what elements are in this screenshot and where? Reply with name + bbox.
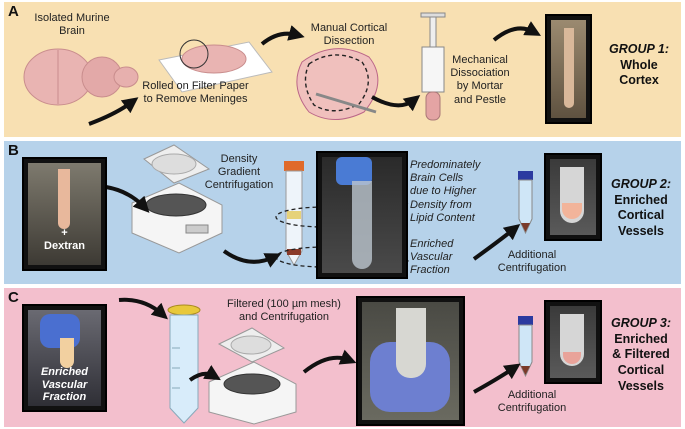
enriched-vascular-label: Enriched Vascular Fraction <box>40 366 89 404</box>
arrow-2 <box>222 249 282 268</box>
vascular-fraction-photo: Enriched Vascular Fraction <box>22 304 107 412</box>
small-tube-illustration <box>518 316 533 378</box>
final-photo <box>544 153 602 241</box>
final-photo <box>544 300 602 384</box>
centrifuge-illustration <box>208 327 297 425</box>
arrow-1 <box>105 185 150 213</box>
density-label: Density Gradient Centrifugation <box>204 153 274 192</box>
panel-c-artwork <box>118 297 533 425</box>
gradient-photo <box>316 151 408 279</box>
panel-a: A Isolated Murine Brain Rolled on Filter… <box>4 2 681 137</box>
arrow-4 <box>492 21 541 42</box>
filtered-label: Filtered (100 µm mesh) and Centrifugatio… <box>227 298 341 324</box>
group-name: Enriched Cortical Vessels <box>614 192 668 238</box>
brain-cells-label: Predominately Brain Cells due to Higher … <box>410 159 481 224</box>
group-3: GROUP 3: Enriched & Filtered Cortical Ve… <box>603 316 679 394</box>
dextran-label: + Dextran <box>44 227 85 252</box>
panel-b-artwork <box>105 144 533 268</box>
panel-c: C Enriched Vascular Fraction Filtered (1… <box>4 288 681 427</box>
group-title: GROUP 2: <box>611 177 671 191</box>
centrifuge-illustration <box>131 144 223 254</box>
panel-label: C <box>8 289 19 306</box>
panel-a-artwork <box>23 12 541 126</box>
arrow-2 <box>260 25 305 46</box>
small-tube-illustration <box>518 171 533 235</box>
group-2: GROUP 2: Enriched Cortical Vessels <box>603 177 679 240</box>
gradient-tube-illustration <box>284 161 304 267</box>
isolated-brain-label: Isolated Murine Brain <box>34 12 110 38</box>
arrow-2 <box>188 365 221 382</box>
arrow-3 <box>472 224 521 261</box>
panel-label: B <box>8 142 19 159</box>
additional-centrifugation-label: Additional Centrifugation <box>497 389 567 415</box>
mortar-pestle-illustration <box>420 12 446 121</box>
panel-label: A <box>8 3 19 20</box>
additional-centrifugation-label: Additional Centrifugation <box>497 249 567 275</box>
arrow-1 <box>118 297 168 320</box>
filter-paper-illustration <box>158 39 273 93</box>
tube-photo <box>545 14 592 124</box>
dextran-photo: + Dextran <box>22 157 107 271</box>
arrow-1 <box>88 97 139 126</box>
panel-b: B + Dextran Density Gradient Centrifugat… <box>4 141 681 284</box>
arrow-3 <box>371 95 421 112</box>
group-name: Enriched & Filtered Cortical Vessels <box>612 331 670 393</box>
gloved-hand-photo <box>356 296 465 426</box>
manual-dissection-label: Manual Cortical Dissection <box>310 22 388 48</box>
group-title: GROUP 1: <box>609 42 669 56</box>
group-name: Whole Cortex <box>619 57 659 88</box>
group-title: GROUP 3: <box>611 316 671 330</box>
coronal-slice-illustration <box>296 48 379 120</box>
rolled-label: Rolled on Filter Paper to Remove Meninge… <box>142 80 249 106</box>
group-1: GROUP 1: Whole Cortex <box>600 42 678 89</box>
arrow-3 <box>302 349 357 374</box>
enriched-vascular-label: Enriched Vascular Fraction <box>410 238 454 277</box>
mechanical-label: Mechanical Dissociation by Mortar and Pe… <box>450 54 510 106</box>
murine-brain-illustration <box>23 48 139 106</box>
arrow-4 <box>473 363 521 394</box>
filter-tube-illustration <box>167 304 201 424</box>
